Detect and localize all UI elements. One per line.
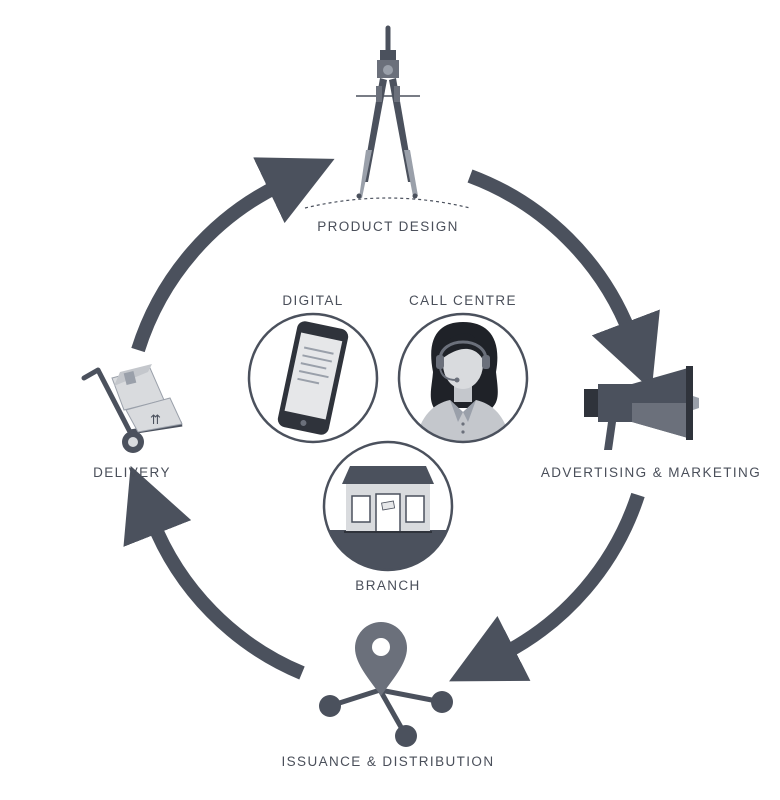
map-pin-network-icon: [319, 622, 453, 747]
smartphone-icon: [277, 321, 349, 435]
arrow-product-design-to-advertising: [467, 169, 660, 391]
arrow-advertising-to-issuance: [449, 492, 645, 682]
issuance-distribution-label: ISSUANCE & DISTRIBUTION: [282, 754, 495, 769]
svg-text:⇈: ⇈: [150, 413, 161, 428]
arrow-delivery-to-product-design: [131, 157, 335, 353]
hand-truck-boxes-icon: ⇈: [81, 364, 183, 453]
compass-icon: [304, 25, 471, 209]
product-design-label: PRODUCT DESIGN: [317, 219, 459, 234]
arrow-issuance-to-delivery: [123, 465, 305, 680]
call-centre-channel: [397, 312, 529, 444]
branch-channel: [322, 440, 454, 572]
megaphone-icon: [584, 366, 699, 450]
cycle-arrows: [123, 157, 660, 682]
delivery-label: DELIVERY: [93, 465, 171, 480]
digital-label: DIGITAL: [282, 293, 343, 308]
digital-channel: [247, 312, 379, 444]
advertising-marketing-label: ADVERTISING & MARKETING: [541, 465, 761, 480]
branch-label: BRANCH: [355, 578, 420, 593]
call-centre-label: CALL CENTRE: [409, 293, 517, 308]
